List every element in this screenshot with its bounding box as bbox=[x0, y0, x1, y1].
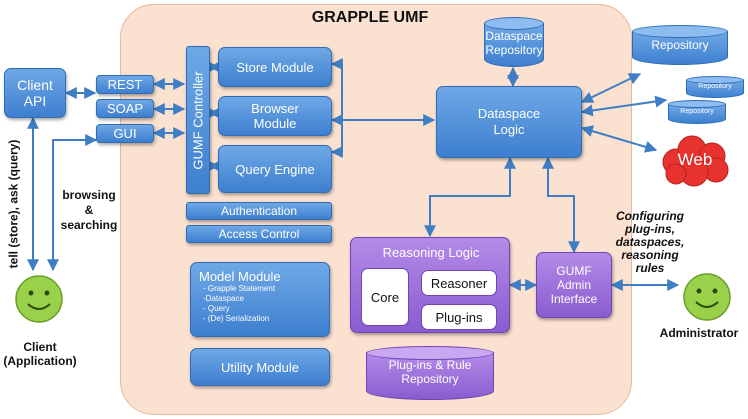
gumf-admin-interface-box: GUMF Admin Interface bbox=[536, 252, 612, 318]
model-module-item: - Query bbox=[203, 304, 230, 313]
model-module-box: Model Module - Grapple Statement -Datasp… bbox=[190, 262, 330, 337]
query-engine-box: Query Engine bbox=[218, 145, 332, 193]
web-cloud bbox=[658, 132, 732, 188]
browser-module-box: Browser Module bbox=[218, 96, 332, 136]
utility-module-box: Utility Module bbox=[190, 348, 330, 386]
configuring-label: Configuring plug-ins, dataspaces, reason… bbox=[615, 209, 685, 275]
access-control-box: Access Control bbox=[186, 225, 332, 243]
browsing-searching-label: browsing & searching bbox=[60, 188, 118, 232]
arrow-query-dataspace bbox=[330, 120, 343, 158]
model-module-item: - Grapple Statement bbox=[203, 284, 276, 293]
smiley-face-icon bbox=[15, 275, 63, 323]
client-application-label: Client (Application) bbox=[3, 340, 77, 368]
dataspace-repository-label: Dataspace Repository bbox=[485, 29, 543, 57]
authentication-box: Authentication bbox=[186, 202, 332, 220]
arrow-client-gui bbox=[47, 134, 98, 272]
repository-small-label-2: Repository bbox=[680, 108, 714, 115]
gumf-controller-label: GUMF Controller bbox=[190, 70, 206, 170]
arrow-logic-admin bbox=[542, 156, 580, 254]
repository-main-cylinder bbox=[632, 25, 728, 65]
arrow-logic-smallrepo bbox=[580, 95, 668, 117]
store-module-box: Store Module bbox=[218, 47, 332, 87]
diagram-title: GRAPPLE UMF bbox=[311, 9, 429, 26]
repository-small-cylinder-2 bbox=[668, 100, 726, 124]
plugins-box: Plug-ins bbox=[421, 304, 497, 330]
model-module-title: Model Module bbox=[199, 269, 281, 284]
administrator-smiley-icon bbox=[682, 272, 732, 322]
gui-box: GUI bbox=[96, 124, 154, 143]
tell-ask-label: tell (store), ask (query) bbox=[6, 139, 21, 269]
arrow-logic-reasoning bbox=[424, 156, 516, 238]
arrow-logic-web bbox=[580, 125, 658, 153]
dataspace-repository-cylinder bbox=[484, 17, 544, 67]
reasoning-logic-box: Reasoning Logic Core Reasoner Plug-ins bbox=[350, 237, 510, 333]
reasoner-box: Reasoner bbox=[421, 270, 497, 296]
arrow-logic-repository bbox=[580, 73, 642, 103]
cloud-shape bbox=[662, 135, 729, 187]
repository-small-cylinder-1 bbox=[686, 76, 744, 98]
gumf-controller-box: GUMF Controller bbox=[186, 46, 210, 194]
smiley-face-icon bbox=[683, 273, 731, 321]
reasoning-logic-title: Reasoning Logic bbox=[382, 245, 480, 260]
plugins-rule-repository-cylinder bbox=[366, 346, 494, 400]
model-module-item: - (De) Serialization bbox=[203, 314, 270, 323]
tell-ask-label-wrap: tell (store), ask (query) bbox=[2, 134, 24, 274]
repository-main-label: Repository bbox=[651, 38, 709, 52]
arrow-store-dataspace bbox=[330, 58, 343, 120]
core-box: Core bbox=[361, 268, 409, 326]
client-smiley-icon bbox=[14, 274, 64, 324]
soap-box: SOAP bbox=[96, 99, 154, 118]
repository-small-label-1: Repository bbox=[698, 83, 732, 90]
client-api-box: Client API bbox=[4, 68, 66, 118]
plugins-rule-repository-label: Plug-ins & Rule Repository bbox=[388, 358, 472, 386]
web-label: Web bbox=[677, 150, 713, 169]
model-module-item: -Dataspace bbox=[203, 294, 244, 303]
dataspace-logic-box: Dataspace Logic bbox=[436, 86, 582, 158]
administrator-label: Administrator bbox=[659, 326, 739, 340]
rest-box: REST bbox=[96, 75, 154, 94]
